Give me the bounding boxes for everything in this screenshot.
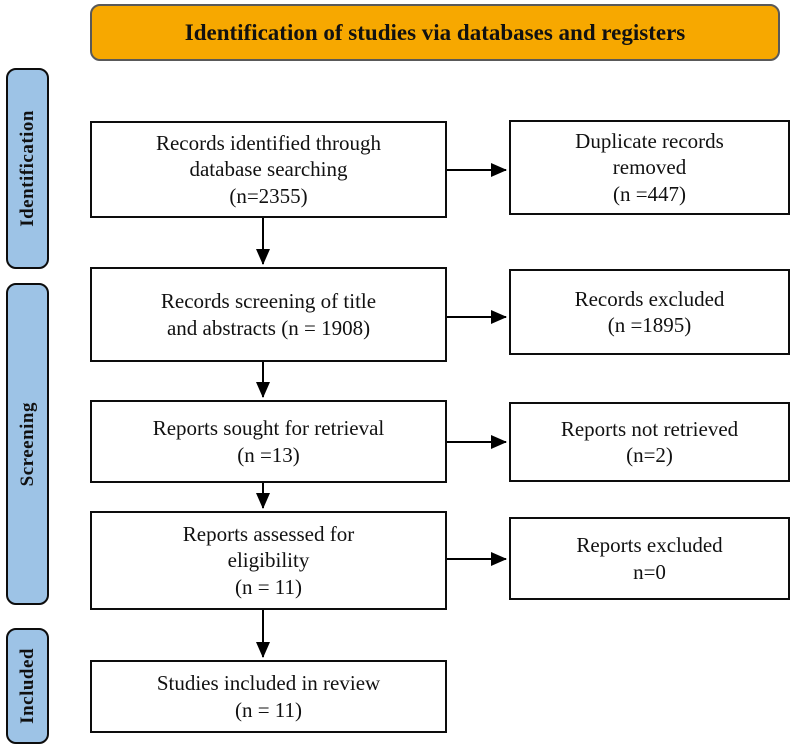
box-reports-not-retrieved: Reports not retrieved (n=2) (509, 402, 790, 482)
box-records-screening: Records screening of title and abstracts… (90, 267, 447, 362)
stage-identification-label: Identification (16, 110, 38, 227)
box-records-identified: Records identified through database sear… (90, 121, 447, 218)
box-reports-assessed: Reports assessed for eligibility (n = 11… (90, 511, 447, 610)
diagram-title-banner: Identification of studies via databases … (90, 4, 780, 61)
stage-screening-label: Screening (16, 401, 38, 487)
stage-included: Included (6, 628, 49, 744)
stage-included-label: Included (16, 648, 38, 724)
stage-screening: Screening (6, 283, 49, 605)
diagram-title: Identification of studies via databases … (184, 19, 686, 45)
box-duplicates-removed: Duplicate records removed (n =447) (509, 120, 790, 215)
box-records-excluded: Records excluded (n =1895) (509, 269, 790, 355)
box-studies-included: Studies included in review (n = 11) (90, 660, 447, 733)
stage-identification: Identification (6, 68, 49, 269)
box-reports-sought: Reports sought for retrieval (n =13) (90, 400, 447, 483)
box-reports-excluded: Reports excluded n=0 (509, 517, 790, 600)
